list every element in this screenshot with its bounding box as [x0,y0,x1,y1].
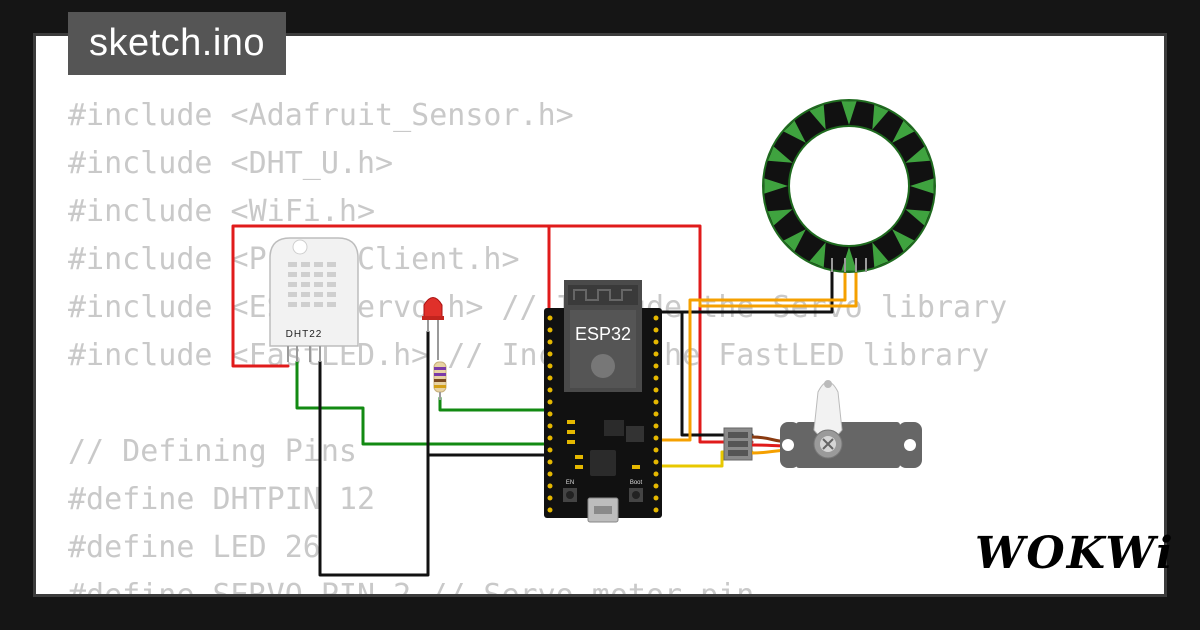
dht22-label: DHT22 [286,329,323,340]
esp32-label: ESP32 [575,324,631,344]
ring-led-segment [764,178,788,194]
ring-led-segment [841,101,857,125]
ring-led-segment [910,178,934,194]
wire-red-power[interactable] [231,224,551,368]
ring-led-segment [767,146,793,163]
wire-black-ground[interactable] [318,330,430,577]
code-line: #include <Adafruit_Sensor.h> [68,98,574,133]
wire-orange[interactable] [656,268,847,442]
wokwi-logo: WOKWi [975,528,1175,579]
boot-label: Boot [630,480,643,486]
code-line: #define LED 26 [68,530,321,565]
code-line: #include <DHT_U.h> [68,146,394,181]
ring-led-segment [905,146,931,163]
neopixel-ring[interactable] [762,99,936,273]
ring-led-segment [892,120,915,143]
wire-green-dht[interactable] [295,360,549,446]
ring-led-segment [809,242,826,268]
dht22-sensor[interactable]: DHT22 [269,237,359,362]
wire-black-ring-up[interactable] [680,268,834,314]
wire-yellow-ring[interactable] [698,268,858,308]
ring-led-segment [872,104,889,130]
esp32-board[interactable]: ESP32 Boot EN [544,280,662,523]
wire-black-ring[interactable] [656,310,754,437]
red-led[interactable] [422,297,444,361]
servo-motor[interactable] [723,380,922,468]
code-line: #define SERVO_PIN 2 // Servo motor pin [68,578,755,597]
wire-green-led[interactable] [438,396,549,412]
ring-led-segment [809,104,826,130]
code-line: #include <WiFi.h> [68,194,376,229]
ring-led-segment [767,209,793,226]
ring-led-segment [783,120,806,143]
ring-led-segment [872,242,889,268]
code-line: #define DHTPIN 12 [68,482,376,517]
ring-led-segment [783,229,806,252]
file-tab[interactable]: sketch.ino [68,12,286,75]
ring-led-segment [905,209,931,226]
resistor[interactable] [433,361,447,400]
en-label: EN [566,480,574,486]
ring-led-segment [892,229,915,252]
